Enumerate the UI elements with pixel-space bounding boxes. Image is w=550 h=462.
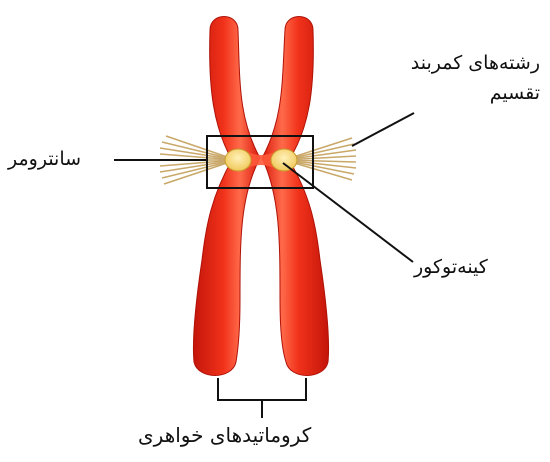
spindle-fibers-label: رشته‌های کمربند تقسیم <box>411 48 540 108</box>
centromere-label: سانترومر <box>8 148 81 170</box>
chromatids-bracket <box>218 378 306 418</box>
kinetochore-right <box>271 149 297 171</box>
spindle-leader <box>352 113 414 146</box>
kinetochore-label: کینه‌توکور <box>414 256 488 278</box>
kinetochore-left <box>225 149 251 171</box>
spindle-fibers-label-line1: رشته‌های کمربند <box>411 48 540 78</box>
sister-chromatids-label: کروماتیدهای خواهری <box>138 423 311 447</box>
chromatid-right <box>262 17 329 376</box>
spindle-fibers-label-line2: تقسیم <box>411 78 540 108</box>
chromatid-left <box>193 17 260 376</box>
